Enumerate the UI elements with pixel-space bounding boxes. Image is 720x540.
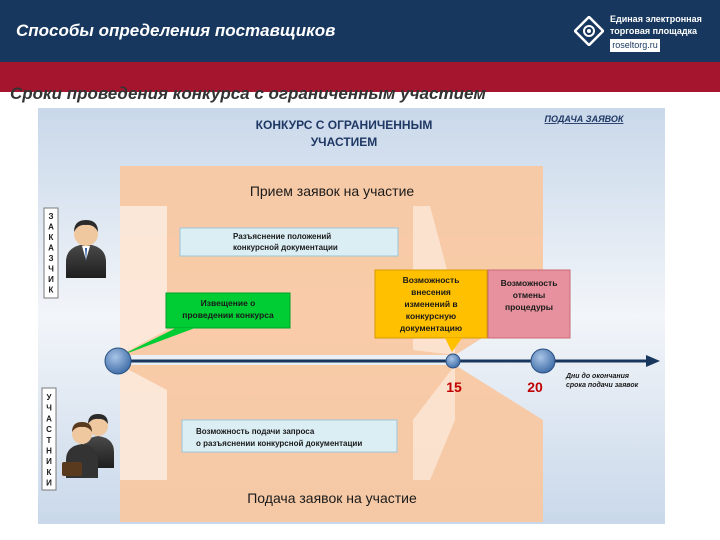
customer-label-box: [43, 207, 59, 299]
cancel-text: Возможность отмены процедуры: [501, 278, 558, 312]
header-bar: [0, 0, 720, 62]
fan-left-top: [120, 206, 167, 355]
participants-letter: С: [46, 425, 52, 434]
diagram-title-line2: УЧАСТИЕМ: [311, 135, 378, 149]
participants-letter: А: [46, 414, 52, 423]
participants-letter: И: [46, 479, 52, 488]
briefcase-icon: [62, 462, 82, 476]
notice-line1: Извещение о: [201, 298, 256, 308]
participants-letter: К: [47, 468, 52, 477]
changes-box: [374, 269, 488, 339]
logo-emblem-icon: [574, 16, 604, 46]
logo-url[interactable]: roseltorg.ru: [610, 39, 660, 52]
notice-line2: проведении конкурса: [182, 310, 274, 320]
request-box: [181, 419, 398, 453]
participants-letter: И: [46, 457, 52, 466]
customer-letter: А: [48, 244, 54, 253]
day-20-label: 20: [527, 379, 543, 395]
customer-letter: З: [48, 254, 53, 263]
customer-letter: Ч: [48, 265, 54, 274]
page-title: Способы определения поставщиков: [16, 21, 336, 40]
clarification-line2: конкурсной документации: [233, 243, 338, 252]
slide-subtitle: Сроки проведения конкурса с ограниченным…: [10, 84, 486, 103]
cancel-text-line: отмены: [513, 290, 546, 300]
customer-letter: А: [48, 223, 54, 232]
request-line2: о разъяснении конкурсной документации: [196, 439, 362, 448]
participants-letter: Ч: [46, 404, 52, 413]
request-line1: Возможность подачи запроса: [196, 427, 315, 436]
changes-text: Возможность внесения изменений в конкурсную…: [400, 275, 462, 333]
changes-text-line: документацию: [400, 323, 462, 333]
timeline-start-node: [104, 347, 132, 375]
axis-label-line1: Дни до окончания: [565, 372, 629, 380]
notice-pointer: [120, 328, 195, 356]
customer-letter: К: [49, 286, 54, 295]
clarification-box: [179, 227, 399, 257]
corner-label: ПОДАЧА ЗАЯВОК: [545, 114, 625, 124]
top-band-label: Прием заявок на участие: [250, 183, 415, 199]
bottom-band-label: Подача заявок на участие: [247, 490, 417, 506]
cancel-text-line: Возможность: [501, 278, 558, 288]
axis-label-line2: срока подачи заявок: [566, 381, 639, 389]
customer-letter: З: [48, 212, 53, 221]
clarification-line1: Разъяснение положений: [233, 232, 331, 241]
timeline-arrowhead: [646, 355, 660, 367]
participants-letter: У: [47, 393, 53, 402]
changes-text-line: внесения: [411, 287, 451, 297]
participants-letter: Т: [47, 436, 52, 445]
notice-box: [165, 292, 291, 329]
subtitle-bar: [0, 62, 720, 92]
participants-letter: Н: [46, 447, 52, 456]
changes-text-line: конкурсную: [406, 311, 456, 321]
diagram-title-line1: КОНКУРС С ОГРАНИЧЕННЫМ: [256, 118, 433, 132]
logo-text-line2: торговая площадка: [610, 26, 698, 36]
cancel-text-line: процедуры: [505, 302, 553, 312]
fan-left-bottom: [120, 365, 167, 480]
customer-person-icon: [66, 220, 106, 278]
cancel-box: [487, 269, 571, 339]
changes-pointer: [445, 338, 462, 352]
fan-right-bottom: [413, 365, 455, 480]
timeline-day-15-node: [445, 353, 461, 369]
customer-letter: К: [49, 233, 54, 242]
participants-label-box: [41, 387, 57, 491]
roseltorg-logo[interactable]: Единая электронная торговая площадка ros…: [574, 12, 714, 56]
timeline-day-20-node: [530, 348, 556, 374]
customer-letter: И: [48, 275, 54, 284]
changes-text-line: Возможность: [403, 275, 460, 285]
participants-group-icon: [62, 414, 114, 478]
day-15-label: 15: [446, 379, 462, 395]
changes-text-line: изменений в: [404, 299, 457, 309]
logo-text-line1: Единая электронная: [610, 14, 702, 24]
